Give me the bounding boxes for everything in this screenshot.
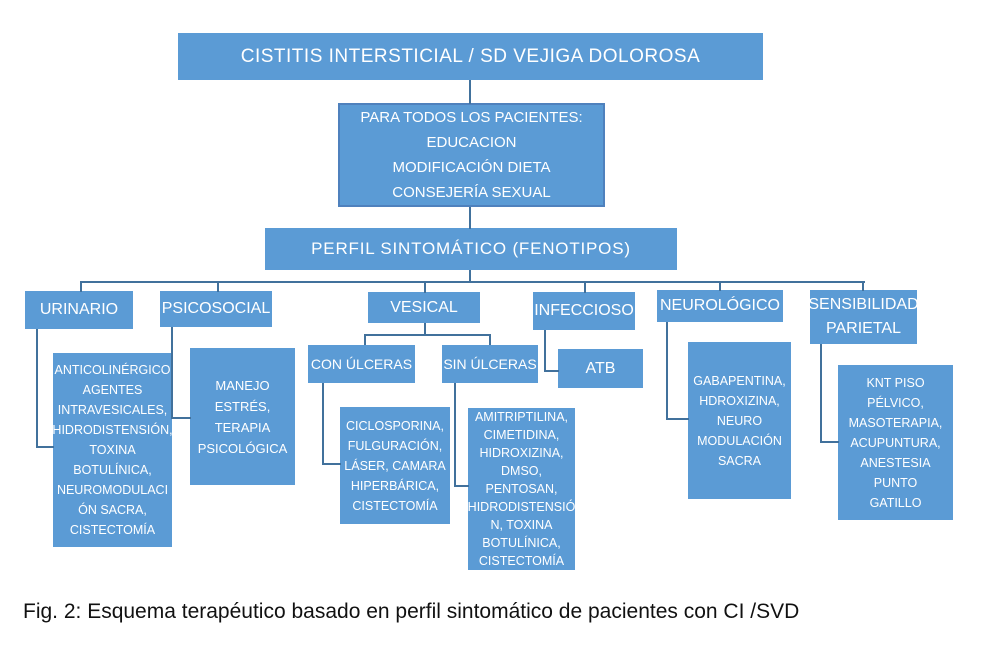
node-sin-ulceras-treatments: AMITRIPTILINA, CIMETIDINA, HIDROXIZINA, …: [467, 408, 576, 570]
node-neurologico-treatments: GABAPENTINA, HDROXIZINA, NEURO MODULACIÓ…: [688, 342, 791, 499]
figure-caption: Fig. 2: Esquema terapéutico basado en pe…: [23, 600, 800, 623]
node-atb-treatment: ATB: [558, 349, 643, 388]
connector-line: [424, 281, 426, 293]
connector-line: [424, 323, 426, 336]
connector-line: [36, 329, 38, 448]
connector-line: [489, 334, 491, 345]
node-psicosocial: PSICOSOCIAL: [160, 291, 272, 327]
node-sensibilidad-parietal: SENSIBILIDAD PARIETAL: [808, 290, 919, 344]
node-psicosocial-treatments: MANEJO ESTRÉS, TERAPIA PSICOLÓGICA: [190, 348, 295, 485]
connector-line: [666, 418, 689, 420]
connector-line: [322, 383, 324, 465]
node-urinario-treatments: ANTICOLINÉRGICO AGENTES INTRAVESICALES, …: [52, 353, 173, 547]
node-infeccioso: INFECCIOSO: [533, 292, 635, 330]
node-vesical: VESICAL: [368, 292, 480, 323]
connector-line: [454, 383, 456, 487]
node-all-patients: PARA TODOS LOS PACIENTES: EDUCACION MODI…: [338, 103, 605, 207]
connector-line: [584, 281, 586, 293]
connector-line: [171, 417, 191, 419]
connector-line: [364, 334, 366, 345]
connector-line: [544, 330, 546, 372]
node-symptomatic-profile: PERFIL SINTOMÁTICO (FENOTIPOS): [265, 228, 677, 270]
connector-line: [217, 281, 219, 292]
connector-line: [469, 270, 471, 282]
connector-line: [454, 485, 469, 487]
node-neurologico: NEUROLÓGICO: [657, 290, 783, 322]
connector-line: [36, 446, 54, 448]
connector-line: [862, 281, 864, 291]
node-urinario: URINARIO: [25, 291, 133, 329]
connector-line: [820, 344, 822, 443]
node-sin-ulceras: SIN ÚLCERAS: [442, 345, 538, 383]
node-con-ulceras: CON ÚLCERAS: [308, 345, 415, 383]
connector-line: [322, 463, 341, 465]
node-root-diagnosis: CISTITIS INTERSTICIAL / SD VEJIGA DOLORO…: [178, 33, 763, 80]
connector-line: [171, 327, 173, 419]
connector-line: [364, 334, 491, 336]
connector-line: [820, 441, 839, 443]
connector-line: [469, 207, 471, 229]
connector-line: [544, 370, 559, 372]
connector-line: [80, 281, 82, 292]
node-sensibilidad-treatments: KNT PISO PÉLVICO, MASOTERAPIA, ACUPUNTUR…: [838, 365, 953, 520]
connector-line: [666, 322, 668, 420]
connector-line: [719, 281, 721, 291]
connector-line: [469, 80, 471, 104]
node-con-ulceras-treatments: CICLOSPORINA, FULGURACIÓN, LÁSER, CAMARA…: [340, 407, 450, 524]
connector-line: [80, 281, 865, 283]
